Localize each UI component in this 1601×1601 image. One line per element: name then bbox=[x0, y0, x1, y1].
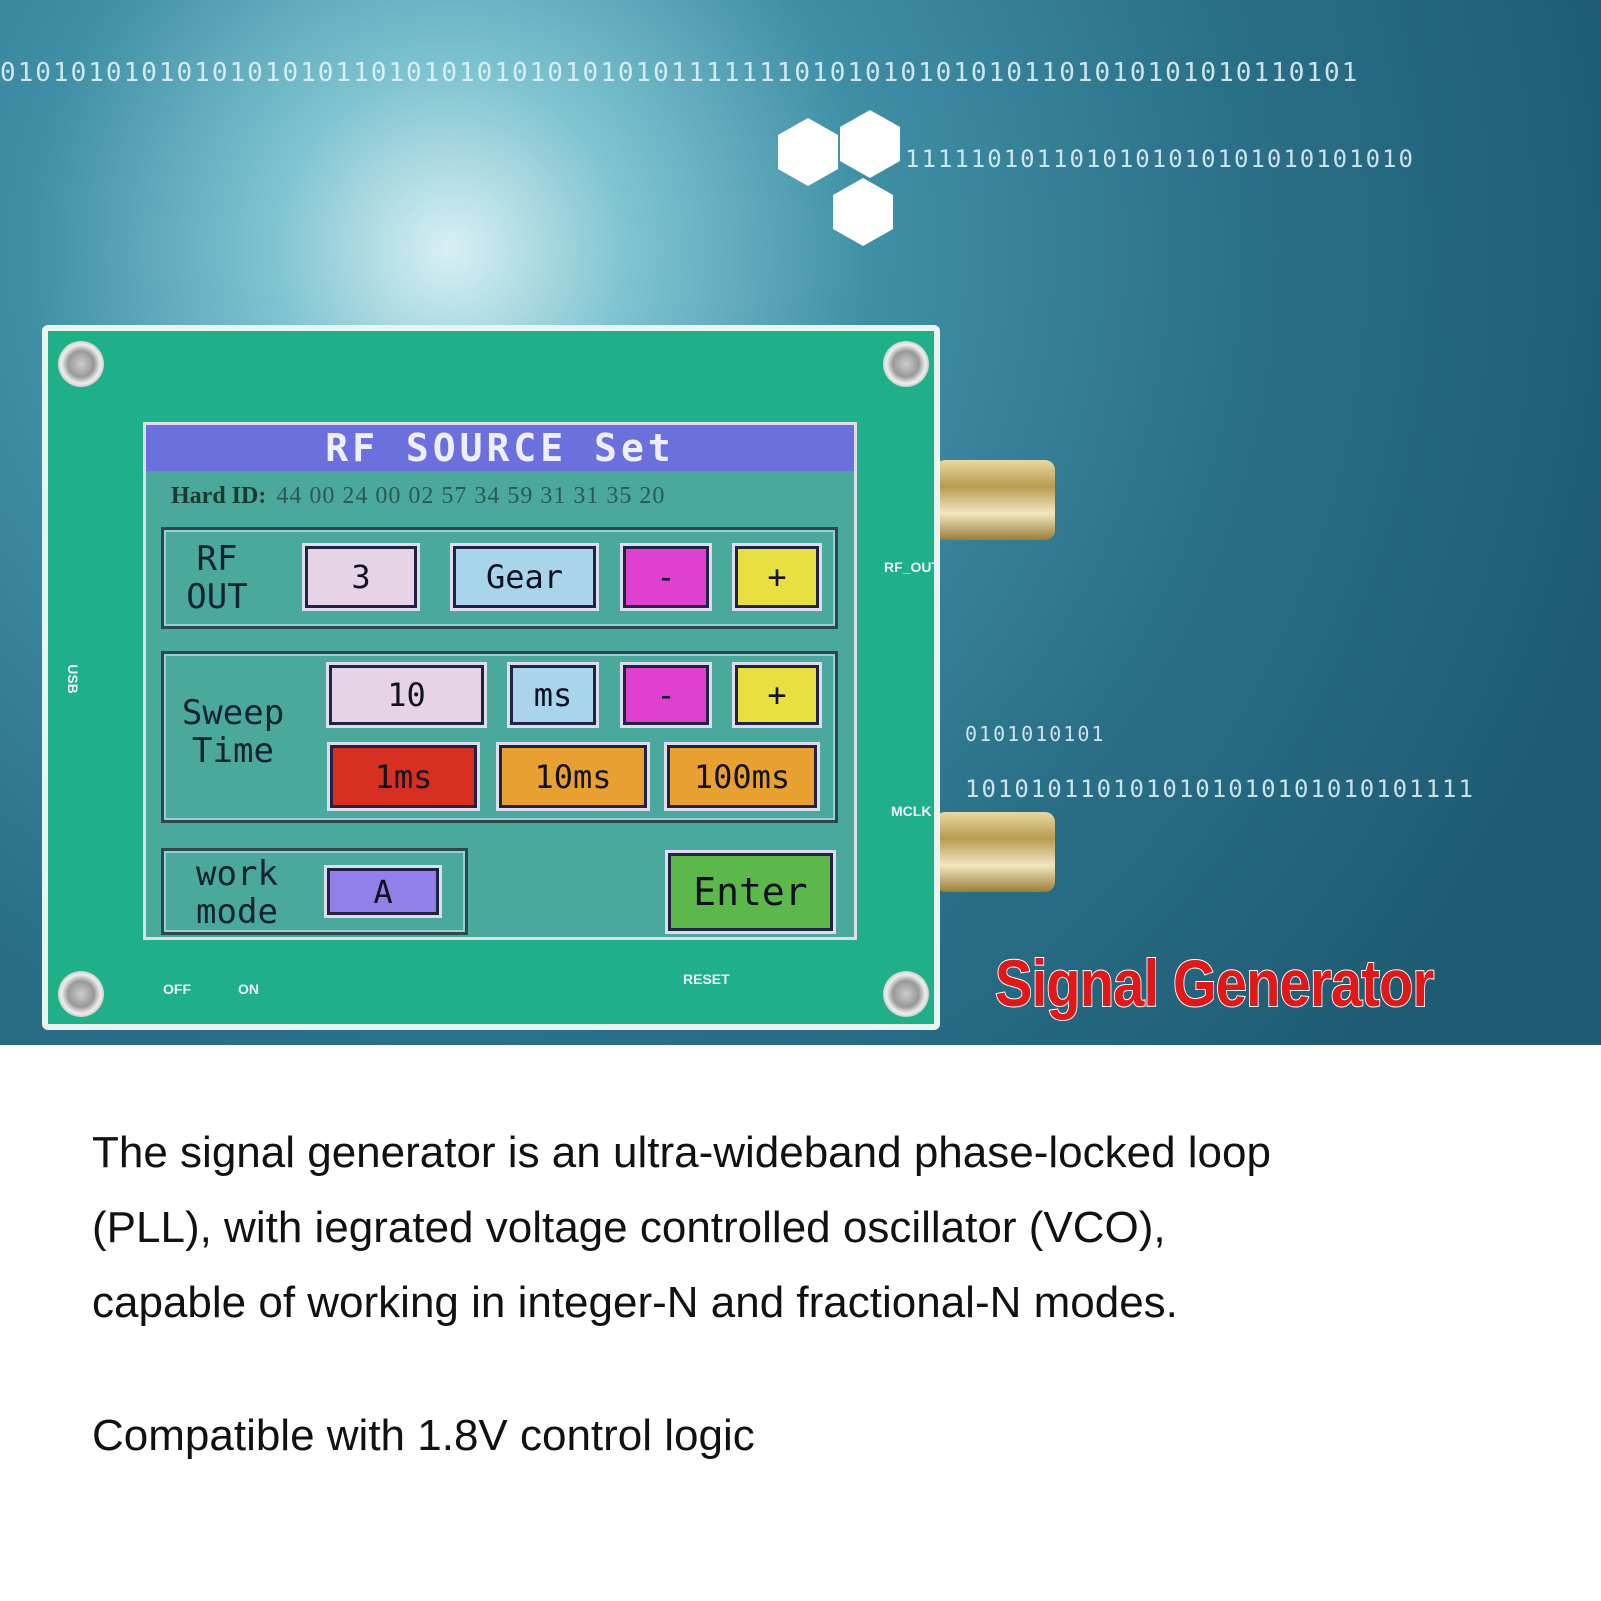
mclk-label: MCLK bbox=[891, 803, 932, 819]
off-label: OFF bbox=[163, 981, 191, 997]
screw-icon bbox=[883, 971, 929, 1017]
preset-1ms-button[interactable]: 1ms bbox=[327, 742, 480, 811]
screw-icon bbox=[883, 341, 929, 387]
screw-icon bbox=[58, 341, 104, 387]
binary-text: 1111101011010101010101010101010 bbox=[905, 145, 1415, 173]
sweep-plus-button[interactable]: + bbox=[732, 662, 822, 728]
screen-title: RF SOURCE Set bbox=[146, 425, 854, 471]
enter-button[interactable]: Enter bbox=[665, 850, 836, 934]
binary-text: 0101010101 bbox=[965, 722, 1106, 746]
rf-out-value[interactable]: 3 bbox=[302, 543, 420, 611]
hexagon-icon bbox=[778, 118, 838, 186]
usb-label: USB bbox=[64, 664, 81, 694]
mclk-sma-connector bbox=[935, 812, 1055, 892]
screw-icon bbox=[58, 971, 104, 1017]
lcd-screen: RF SOURCE Set Hard ID: 44 00 24 00 02 57 … bbox=[143, 422, 857, 940]
description-line: The signal generator is an ultra-wideban… bbox=[92, 1128, 1271, 1177]
product-title: Signal Generator bbox=[994, 945, 1435, 1021]
rf-out-label: RF_OUT bbox=[884, 559, 940, 575]
gear-button[interactable]: Gear bbox=[450, 543, 599, 611]
description-line: (PLL), with iegrated voltage controlled … bbox=[92, 1203, 1166, 1252]
hexagon-icon bbox=[833, 178, 893, 246]
preset-100ms-button[interactable]: 100ms bbox=[664, 742, 820, 811]
sweep-minus-button[interactable]: - bbox=[620, 662, 712, 728]
description-line: capable of working in integer-N and frac… bbox=[92, 1278, 1178, 1327]
sweep-unit-button[interactable]: ms bbox=[507, 662, 599, 728]
binary-text: 1010101101010101010101010101111 bbox=[965, 775, 1475, 803]
rf-out-plus-button[interactable]: + bbox=[732, 543, 822, 611]
rf-out-minus-button[interactable]: - bbox=[620, 543, 712, 611]
hexagon-icon bbox=[840, 110, 900, 178]
on-label: ON bbox=[238, 981, 259, 997]
preset-10ms-button[interactable]: 10ms bbox=[496, 742, 650, 811]
sweep-time-value[interactable]: 10 bbox=[326, 662, 487, 728]
binary-text: 0101010101010101010110101010101010101011… bbox=[0, 58, 1360, 88]
rf-out-sma-connector bbox=[935, 460, 1055, 540]
hard-id-value: 44 00 24 00 02 57 34 59 31 31 35 20 bbox=[276, 483, 666, 509]
work-mode-button[interactable]: A bbox=[324, 865, 442, 918]
hard-id: Hard ID: 44 00 24 00 02 57 34 59 31 31 35… bbox=[171, 483, 665, 510]
hard-id-label: Hard ID: bbox=[171, 483, 267, 509]
reset-label: RESET bbox=[683, 971, 730, 987]
compatibility-note: Compatible with 1.8V control logic bbox=[92, 1411, 755, 1460]
